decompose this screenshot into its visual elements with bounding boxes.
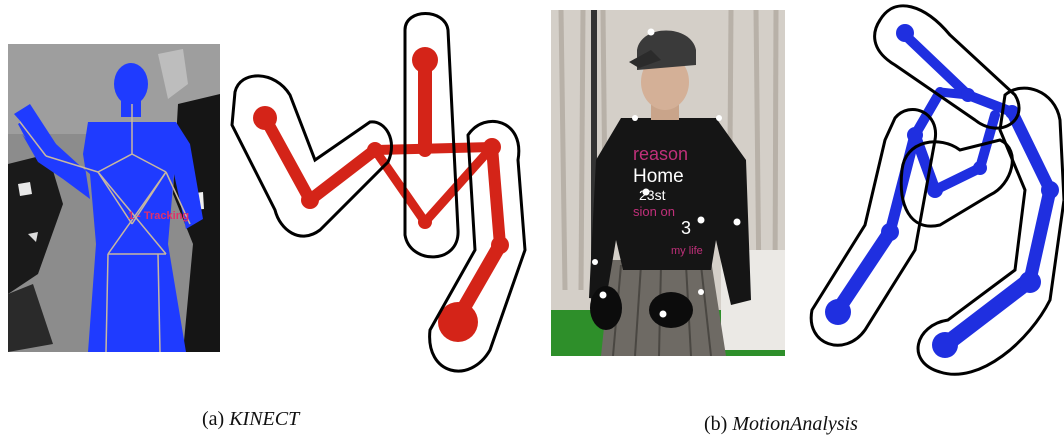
segment-outlines [232,14,525,372]
svg-text:sion on: sion on [633,204,675,219]
caption-a-name: KINECT [229,408,299,430]
panel-a: 1 - Tracking (a) [0,0,540,444]
caption-a-label: (a) [202,408,224,430]
panel-b: reason Home 23st sion on 3 my life [540,0,1064,444]
caption-b: (b) MotionAnalysis [704,413,858,436]
svg-text:3: 3 [681,218,691,238]
motion-capture-photo: reason Home 23st sion on 3 my life [551,10,785,356]
kinect-depth-image: 1 - Tracking [8,44,220,352]
svg-text:Home: Home [633,166,684,187]
caption-b-name: MotionAnalysis [732,413,858,435]
tracking-label: 1 - Tracking [128,210,189,222]
svg-text:23st: 23st [639,187,666,203]
kinect-skeleton-diagram [220,0,540,390]
motionanalysis-skeleton-diagram [790,0,1064,390]
caption-a: (a) KINECT [202,408,299,431]
caption-b-label: (b) [704,413,727,435]
svg-text:reason: reason [633,144,688,164]
svg-text:my life: my life [671,245,703,257]
